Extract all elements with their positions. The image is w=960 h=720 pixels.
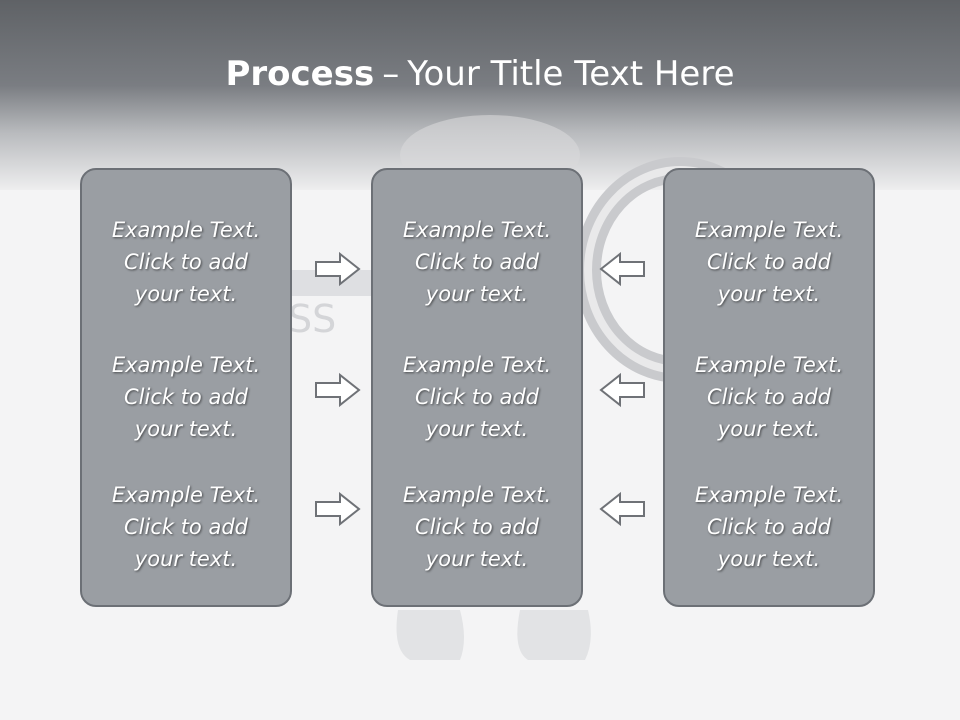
text-line: Click to add [123, 515, 248, 539]
svg-text:SS: SS [288, 297, 336, 341]
text-line: Click to add [706, 385, 831, 409]
page-title[interactable]: Process–Your Title Text Here [0, 52, 960, 96]
title-separator: – [382, 54, 400, 94]
text-placeholder[interactable]: Example Text. Click to add your text. [373, 349, 581, 445]
text-line: your text. [134, 547, 238, 571]
text-line: your text. [134, 417, 238, 441]
text-line: your text. [425, 282, 529, 306]
text-line: your text. [425, 417, 529, 441]
text-line: Example Text. [694, 353, 844, 377]
text-line: Example Text. [402, 218, 552, 242]
text-line: Example Text. [402, 483, 552, 507]
text-placeholder[interactable]: Example Text. Click to add your text. [82, 349, 290, 445]
text-line: Example Text. [402, 353, 552, 377]
left-arrow-icon [599, 251, 645, 287]
text-placeholder[interactable]: Example Text. Click to add your text. [665, 479, 873, 575]
text-placeholder[interactable]: Example Text. Click to add your text. [373, 479, 581, 575]
text-placeholder[interactable]: Example Text. Click to add your text. [665, 349, 873, 445]
text-line: Click to add [706, 515, 831, 539]
text-line: Click to add [706, 250, 831, 274]
text-line: your text. [717, 547, 821, 571]
right-arrow-icon [315, 491, 361, 527]
text-line: Example Text. [111, 483, 261, 507]
text-line: Click to add [123, 385, 248, 409]
text-line: your text. [134, 282, 238, 306]
text-line: Example Text. [111, 353, 261, 377]
title-bold-word: Process [225, 54, 375, 94]
right-arrow-icon [315, 251, 361, 287]
text-placeholder[interactable]: Example Text. Click to add your text. [373, 214, 581, 310]
center-text-panel[interactable]: Example Text. Click to add your text. Ex… [371, 168, 583, 607]
right-text-panel[interactable]: Example Text. Click to add your text. Ex… [663, 168, 875, 607]
text-line: Click to add [123, 250, 248, 274]
left-arrow-icon [599, 372, 645, 408]
text-line: Click to add [414, 250, 539, 274]
left-arrow-icon [599, 491, 645, 527]
text-line: your text. [425, 547, 529, 571]
left-text-panel[interactable]: Example Text. Click to add your text. Ex… [80, 168, 292, 607]
text-line: Example Text. [694, 483, 844, 507]
text-placeholder[interactable]: Example Text. Click to add your text. [665, 214, 873, 310]
text-line: Example Text. [111, 218, 261, 242]
text-line: Click to add [414, 515, 539, 539]
right-arrow-icon [315, 372, 361, 408]
text-line: your text. [717, 417, 821, 441]
title-rest: Your Title Text Here [407, 54, 735, 94]
text-line: Click to add [414, 385, 539, 409]
text-line: Example Text. [694, 218, 844, 242]
text-line: your text. [717, 282, 821, 306]
text-placeholder[interactable]: Example Text. Click to add your text. [82, 214, 290, 310]
text-placeholder[interactable]: Example Text. Click to add your text. [82, 479, 290, 575]
